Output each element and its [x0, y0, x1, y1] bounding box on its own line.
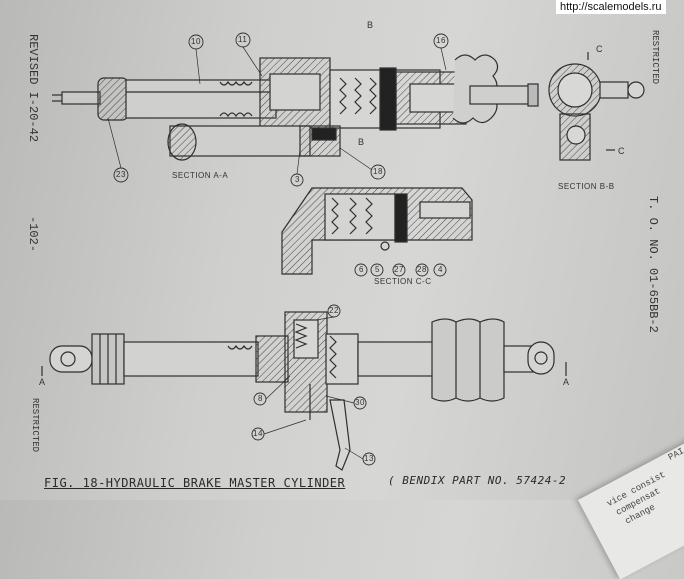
- callout-8: 8: [258, 394, 263, 403]
- callout-28: 28: [417, 265, 427, 274]
- section-bb-view: [548, 52, 645, 161]
- section-aa-label: SECTION A-A: [172, 171, 229, 180]
- part-number: ( BENDIX PART NO. 57424-2: [388, 474, 567, 487]
- cut-c-bottom: C: [618, 146, 625, 156]
- callout-10: 10: [191, 37, 201, 46]
- cut-b-bottom: B: [358, 137, 365, 147]
- callout-18: 18: [373, 167, 383, 176]
- callout-30: 30: [355, 398, 365, 407]
- callout-3: 3: [295, 175, 300, 184]
- callout-5: 5: [375, 265, 380, 274]
- top-cylinder-assembly: [52, 54, 539, 161]
- callout-13: 13: [364, 454, 374, 463]
- callout-14: 14: [253, 429, 263, 438]
- watermark: http://scalemodels.ru: [556, 0, 666, 14]
- master-cylinder-drawing: [41, 32, 645, 471]
- callout-4: 4: [438, 265, 443, 274]
- section-bb-label: SECTION B-B: [558, 182, 615, 191]
- callout-11: 11: [238, 35, 248, 44]
- callout-27: 27: [394, 265, 404, 274]
- callout-23: 23: [116, 170, 126, 179]
- section-cc-view: [281, 187, 473, 275]
- cut-a-left: A: [39, 377, 46, 387]
- leader-lines: [107, 46, 447, 460]
- figure-caption: FIG. 18-HYDRAULIC BRAKE MASTER CYLINDER: [44, 476, 346, 490]
- cut-a-right: A: [563, 377, 570, 387]
- callout-22: 22: [329, 306, 339, 315]
- callout-16: 16: [436, 36, 446, 45]
- cut-c-top: C: [596, 44, 603, 54]
- bottom-cylinder-assembly: [41, 311, 567, 471]
- callout-6: 6: [359, 265, 364, 274]
- section-cc-label: SECTION C-C: [374, 277, 432, 286]
- cut-b-top: B: [367, 20, 374, 30]
